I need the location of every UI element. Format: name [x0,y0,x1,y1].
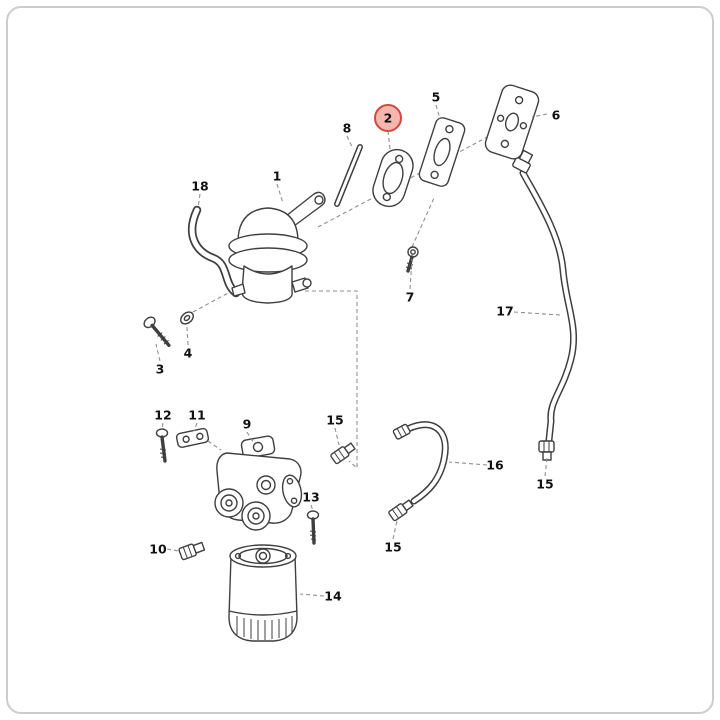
callout-3: 3 [156,362,165,377]
callout-7: 7 [406,290,415,305]
bolt-7 [405,246,419,273]
fuel-pump [228,191,326,304]
fuel-filter [228,544,298,642]
mounting-plate [484,84,540,160]
callout-label-6: 6 [552,108,561,123]
callout-label-3: 3 [156,362,165,377]
callout-9: 9 [243,417,252,432]
bolt-3 [143,316,171,348]
callout-label-15c: 15 [536,477,553,492]
callout-16: 16 [486,458,504,473]
fitting-10 [178,541,206,561]
callout-label-7: 7 [406,290,415,305]
spacer-plate [418,117,466,187]
callout-label-10: 10 [149,542,167,557]
line16-end-fitting [392,423,411,440]
callout-label-11: 11 [188,408,205,423]
callout-2: 2 [374,104,402,132]
fitting-15b [388,499,414,522]
callout-label-4: 4 [184,346,193,361]
callout-label-12: 12 [154,408,171,423]
callout-label-17: 17 [496,304,513,319]
plate-11 [175,427,210,448]
assembly-axis-lines [192,124,511,470]
fitting-15a [330,442,356,465]
callout-17: 17 [496,304,513,319]
callout-11: 11 [188,408,205,423]
line17-top-fitting [512,149,534,174]
callout-label-15b: 15 [384,540,401,555]
pushrod [334,144,363,207]
bolt-13 [306,510,320,545]
callout-14: 14 [324,589,342,604]
callout-label-1: 1 [273,169,282,184]
bolt-12 [155,428,169,463]
filter-bracket [214,435,303,531]
callout-15b: 15 [384,540,401,555]
callout-1: 1 [273,169,282,184]
fuel-line-long [512,149,578,444]
fuel-line-short [392,421,449,505]
callout-label-8: 8 [343,121,352,136]
callout-label-13: 13 [302,490,319,505]
callout-13: 13 [302,490,319,505]
callout-4: 4 [184,346,193,361]
inlet-hose [188,205,241,298]
callout-label-5: 5 [432,90,441,105]
callout-label-14: 14 [324,589,342,604]
filter-ribs [236,616,293,640]
callout-15c: 15 [536,477,553,492]
callout-label-16: 16 [486,458,504,473]
callout-label-18: 18 [191,179,208,194]
callout-18: 18 [191,179,208,194]
callout-label-15a: 15 [326,413,343,428]
image-border [6,6,714,714]
callout-10: 10 [149,542,167,557]
callout-8: 8 [343,121,352,136]
callout-12: 12 [154,408,171,423]
callout-label-9: 9 [243,417,252,432]
callout-5: 5 [432,90,441,105]
leader-lines [155,104,561,597]
fitting-15c [538,440,555,461]
callout-15a: 15 [326,413,343,428]
pump-gasket [372,148,414,208]
highlight-circle [374,104,402,132]
washer-4 [180,311,194,325]
callout-label-2: 2 [384,111,393,126]
callout-6: 6 [552,108,561,123]
